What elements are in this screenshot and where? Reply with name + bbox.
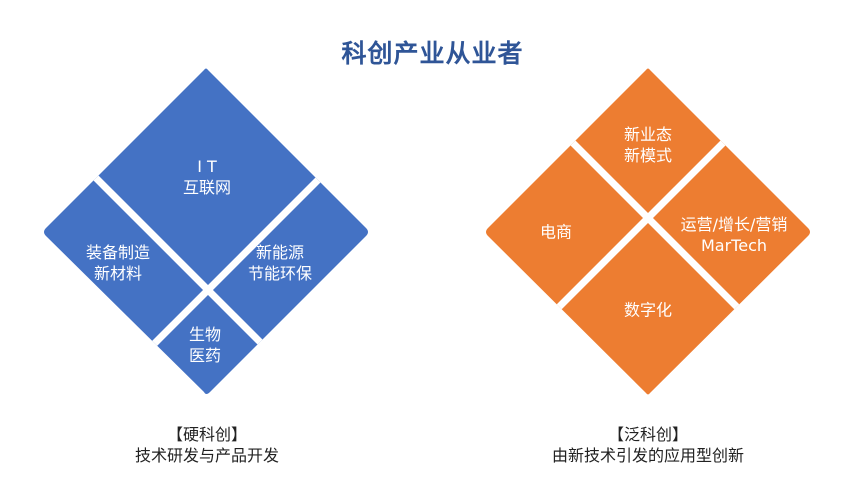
segment-label-line: 装备制造	[85, 243, 151, 262]
segment-ecommerce: 电商	[540, 222, 572, 243]
segment-biomedicine: 生物 医药	[189, 324, 221, 366]
segment-label-line: 节能环保	[247, 264, 313, 283]
segment-martech: 运营/增长/营销 MarTech	[681, 214, 788, 256]
caption-description: 由新技术引发的应用型创新	[551, 446, 745, 465]
segment-label-line: 新业态	[623, 125, 673, 144]
caption-heading: 【硬科创】	[166, 425, 248, 444]
page-title: 科创产业从业者	[341, 39, 524, 68]
segment-digitalization: 数字化	[624, 300, 672, 321]
segment-label-line: I T	[197, 157, 217, 176]
caption-description: 技术研发与产品开发	[134, 446, 280, 465]
segment-label-line: MarTech	[700, 236, 768, 255]
segment-label-line: 新材料	[93, 264, 143, 283]
segment-new-business-models: 新业态 新模式	[624, 124, 672, 166]
segment-equipment-materials: 装备制造 新材料	[86, 242, 150, 284]
segment-new-energy: 新能源 节能环保	[248, 242, 312, 284]
segment-label-line: 运营/增长/营销	[680, 215, 788, 234]
segment-label-line: 新能源	[255, 243, 305, 262]
segment-label-line: 数字化	[623, 300, 673, 320]
segment-label-line: 互联网	[182, 178, 232, 197]
segment-label-line: 新模式	[623, 146, 673, 165]
segment-it-internet: I T 互联网	[183, 156, 231, 198]
broad-tech-caption: 【泛科创】 由新技术引发的应用型创新	[552, 424, 744, 466]
hard-tech-caption: 【硬科创】 技术研发与产品开发	[135, 424, 279, 466]
segment-label-line: 医药	[188, 346, 222, 365]
segment-label-line: 电商	[539, 222, 573, 242]
caption-heading: 【泛科创】	[607, 425, 689, 444]
segment-label-line: 生物	[188, 325, 222, 344]
